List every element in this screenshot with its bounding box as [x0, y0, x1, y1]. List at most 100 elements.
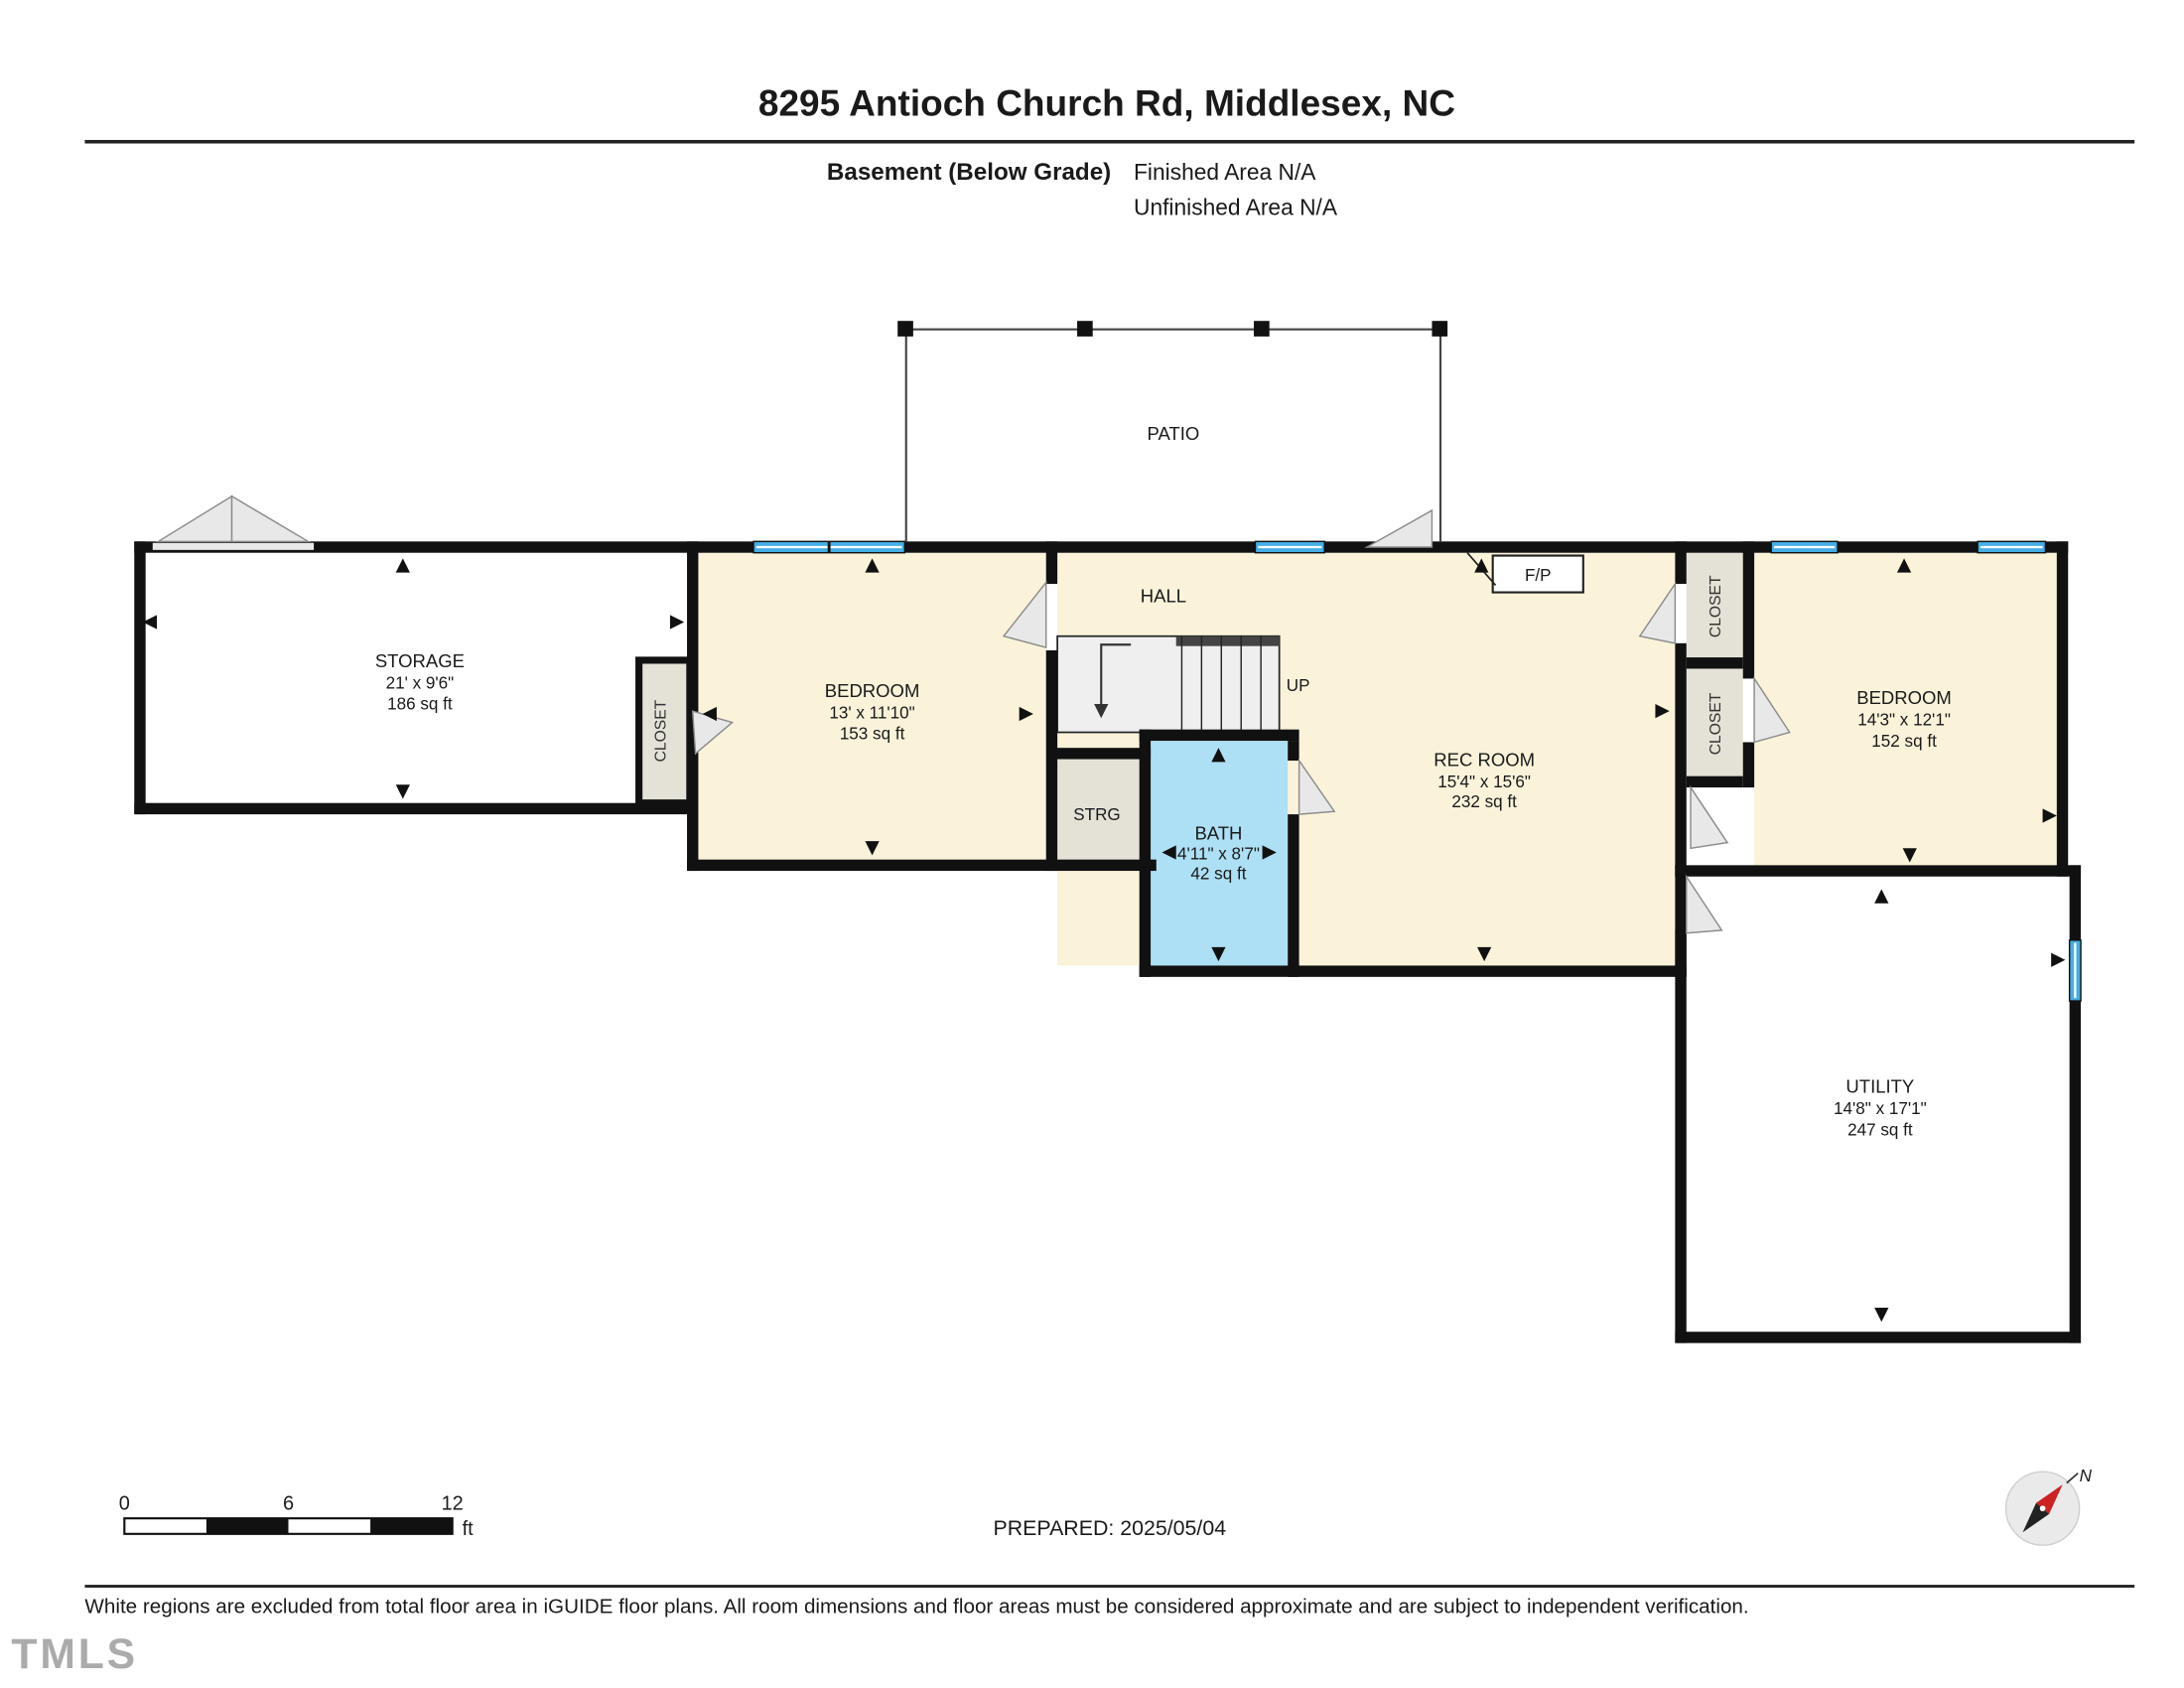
stairs-direction-line: [1100, 643, 1132, 707]
bedroom-right-fill: [1754, 552, 2060, 866]
strg-label: STRG: [1073, 805, 1120, 824]
scale-bar-segment: [205, 1518, 289, 1534]
door-threshold: [152, 542, 315, 550]
bedroom-right-entry-door: [1690, 784, 1729, 850]
double-door-leaf: [230, 494, 312, 543]
windows: [752, 540, 2082, 1002]
bath-area: 42 sq ft: [1190, 865, 1246, 884]
scale-tick-12: 12: [442, 1493, 464, 1515]
rec-room-area: 232 sq ft: [1451, 792, 1517, 811]
room-fills: [698, 552, 2060, 966]
dimension-arrow: [669, 615, 685, 630]
dimension-arrow: [1874, 1308, 1889, 1323]
wall: [1675, 865, 2082, 877]
window: [752, 540, 906, 554]
window: [1977, 540, 2047, 554]
stairs-up-label: UP: [1287, 676, 1310, 695]
wall: [1288, 814, 1299, 977]
wall: [1675, 1332, 2082, 1343]
dimension-arrow: [395, 558, 410, 573]
utility-dims: 14'8" x 17'1": [1834, 1099, 1927, 1118]
compass-pivot: [2039, 1505, 2046, 1512]
storage-name: STORAGE: [375, 650, 465, 671]
utility-area: 247 sq ft: [1847, 1120, 1913, 1139]
double-door-leaf: [155, 494, 233, 543]
closet-right-top-fill: [1686, 552, 1743, 658]
walls: [134, 541, 2082, 1343]
rec-room-dims: 15'4" x 15'6": [1437, 773, 1531, 791]
compass-north-tick: [2066, 1472, 2079, 1484]
wall: [1675, 929, 1687, 1343]
utility-door: [1686, 874, 1723, 934]
wall: [1675, 642, 1687, 977]
compass-north-label: N: [2080, 1467, 2093, 1485]
patio-post: [1077, 321, 1093, 337]
wall: [1686, 775, 1743, 788]
wall: [2056, 541, 2069, 877]
floor-label: Basement (Below Grade): [827, 159, 1111, 186]
scale-unit-label: ft: [463, 1518, 475, 1540]
footer-divider: [84, 1585, 2135, 1588]
bedroom-left-dims: 13' x 11'10": [829, 703, 914, 722]
bedroom-right-area: 152 sq ft: [1871, 732, 1937, 751]
staircase: [1056, 634, 1281, 734]
wall: [134, 802, 693, 815]
wall: [1139, 729, 1152, 977]
fireplace-label: F/P: [1525, 566, 1552, 585]
bedroom-right-dims: 14'3" x 12'1": [1857, 710, 1951, 729]
stairs-direction-arrow: [1094, 704, 1109, 719]
footer-disclaimer: White regions are excluded from total fl…: [84, 1596, 1748, 1618]
dimension-arrow: [1874, 889, 1889, 904]
bath-name: BATH: [1194, 823, 1242, 844]
fireplace-box: [1491, 554, 1584, 594]
wall: [134, 541, 2069, 553]
wall: [1051, 748, 1152, 760]
closet-right-top-door: [1638, 581, 1677, 644]
bedroom-left-door: [1002, 580, 1047, 649]
window: [1254, 540, 1325, 554]
bath-door: [1297, 758, 1336, 815]
closet-left-box: [635, 656, 694, 807]
window: [1770, 540, 1839, 554]
stairs-handrail: [1175, 635, 1280, 646]
closet-right-top-label: CLOSET: [1707, 575, 1724, 637]
wall: [1288, 741, 1299, 761]
room-labels: STORAGE 21' x 9'6" 186 sq ft BEDROOM 13'…: [375, 575, 1952, 1139]
bedroom-left-fill: [698, 552, 1046, 860]
wall: [1139, 729, 1299, 742]
patio-post: [897, 321, 913, 337]
window: [2068, 939, 2082, 1002]
rec-room-name: REC ROOM: [1433, 750, 1535, 771]
page-title: 8295 Antioch Church Rd, Middlesex, NC: [758, 82, 1455, 124]
compass-icon: N: [2004, 1467, 2093, 1546]
window-line: [1774, 545, 1836, 549]
closet-right-bottom-label: CLOSET: [1707, 692, 1724, 755]
wall: [1675, 541, 1687, 585]
stairs-body: [1056, 634, 1281, 734]
wall: [1742, 541, 1755, 679]
doors: [152, 494, 1791, 934]
utility-name: UTILITY: [1845, 1076, 1914, 1097]
patio-outline: PATIO: [897, 321, 1448, 542]
dimension-arrow: [395, 784, 410, 799]
wall: [1675, 865, 1687, 877]
unfinished-area-label: Unfinished Area N/A: [1134, 194, 1338, 219]
bedroom-left-area: 153 sq ft: [840, 725, 905, 744]
hall-label: HALL: [1141, 586, 1186, 607]
closet-right-bottom-door: [1753, 676, 1791, 744]
bath-dims: 4'11" x 8'7": [1177, 845, 1260, 864]
prepared-date: PREPARED: 2025/05/04: [994, 1516, 1227, 1540]
wall: [1742, 742, 1755, 788]
patio-door: [1364, 508, 1433, 548]
wall: [2069, 865, 2082, 1343]
wall: [1045, 649, 1058, 872]
wall: [1045, 541, 1058, 585]
wall: [1139, 965, 1687, 977]
watermark-logo: TMLS: [11, 1630, 138, 1678]
strg-fill: [1057, 759, 1140, 860]
patio-post: [1254, 321, 1270, 337]
window-mullion: [827, 541, 831, 553]
fireplace: F/P: [1466, 552, 1584, 594]
